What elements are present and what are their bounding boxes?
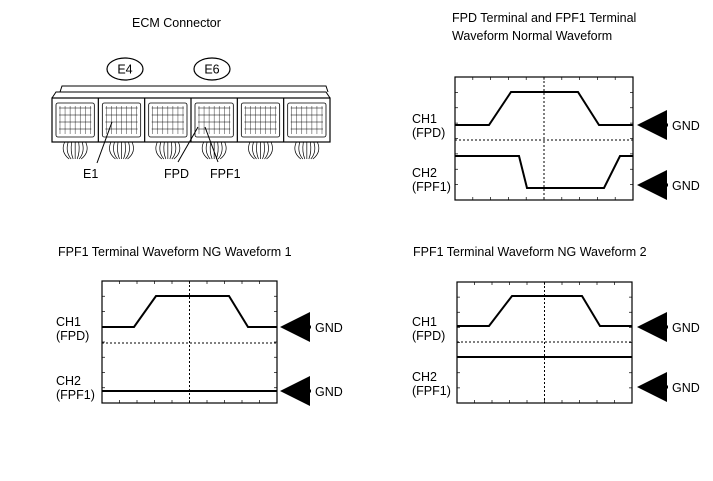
wire xyxy=(252,141,257,160)
panel-ng2: FPF1 Terminal Waveform NG Waveform 2 CH1… xyxy=(412,245,700,404)
ch2-label: CH2 xyxy=(412,370,437,384)
ch2-sublabel: (FPF1) xyxy=(412,384,451,398)
connector-cavity xyxy=(194,102,234,138)
gnd-label-1: GND xyxy=(315,321,343,335)
connector-top-edge xyxy=(51,91,331,99)
pin-label-e1: E1 xyxy=(83,167,98,181)
e6-oval xyxy=(193,57,231,81)
wire xyxy=(125,141,130,160)
wire xyxy=(310,141,316,160)
ch2-label: CH2 xyxy=(412,166,437,180)
wire xyxy=(266,141,273,160)
gnd-label-1: GND xyxy=(672,119,700,133)
wire xyxy=(62,141,70,160)
ch1-sublabel: (FPD) xyxy=(412,329,445,343)
ch1-trace xyxy=(457,295,632,327)
ch2-label: CH2 xyxy=(56,374,81,388)
connector-cavity xyxy=(148,102,188,138)
wire xyxy=(312,141,320,160)
wire xyxy=(117,141,120,160)
wire xyxy=(209,141,213,160)
gnd-label-2: GND xyxy=(315,385,343,399)
scope-screen xyxy=(454,76,634,201)
wire xyxy=(66,141,72,160)
wire xyxy=(308,141,312,160)
ecm-title: ECM Connector xyxy=(132,16,221,30)
panel-title: FPF1 Terminal Waveform NG Waveform 1 xyxy=(58,245,292,259)
wire xyxy=(302,141,306,160)
connector-body xyxy=(51,91,331,160)
scope-screen xyxy=(456,281,633,404)
wire xyxy=(298,141,304,160)
wire xyxy=(155,141,163,160)
e4-label: E4 xyxy=(117,63,132,77)
pin-label-fpf1: FPF1 xyxy=(210,167,241,181)
wire xyxy=(248,141,255,160)
wire xyxy=(159,141,165,160)
wire xyxy=(171,141,177,160)
connector-cavity xyxy=(55,102,95,138)
wire xyxy=(201,141,209,160)
wire xyxy=(217,141,223,160)
panel-title: FPF1 Terminal Waveform NG Waveform 2 xyxy=(413,245,647,259)
connector-bracket xyxy=(59,85,329,93)
ch1-sublabel: (FPD) xyxy=(56,329,89,343)
pin-label-fpd: FPD xyxy=(164,167,189,181)
connector-cavity xyxy=(287,102,327,138)
wire xyxy=(219,141,227,160)
wire xyxy=(256,141,259,160)
gnd-label-2: GND xyxy=(672,381,700,395)
e4-oval xyxy=(106,57,144,81)
wire xyxy=(109,141,116,160)
ch1-label: CH1 xyxy=(56,315,81,329)
wire xyxy=(127,141,134,160)
wire xyxy=(169,141,173,160)
wire xyxy=(163,141,167,160)
wire xyxy=(123,141,126,160)
wire xyxy=(76,141,80,160)
ch1-trace xyxy=(102,295,277,328)
wire xyxy=(173,141,181,160)
wire xyxy=(78,141,84,160)
ch2-trace xyxy=(455,155,633,189)
ch1-sublabel: (FPD) xyxy=(412,126,445,140)
wire xyxy=(294,141,302,160)
ecm-connector-section: ECM Connector E4 E6 E1 FPD FPF1 xyxy=(51,16,331,181)
panel-title-line2: Waveform Normal Waveform xyxy=(452,29,612,43)
connector-cavity xyxy=(240,102,281,138)
wire xyxy=(264,141,269,160)
scope-screen xyxy=(101,280,278,404)
connector-cavity xyxy=(101,102,142,138)
e6-label: E6 xyxy=(204,63,219,77)
ch2-sublabel: (FPF1) xyxy=(56,388,95,402)
wire xyxy=(262,141,265,160)
wire xyxy=(70,141,74,160)
pin-leaders xyxy=(96,121,219,164)
wire xyxy=(80,141,88,160)
ch1-label: CH1 xyxy=(412,112,437,126)
gnd-label-2: GND xyxy=(672,179,700,193)
ch1-trace xyxy=(455,91,633,126)
panel-ng1: FPF1 Terminal Waveform NG Waveform 1 CH1… xyxy=(56,245,343,406)
wire xyxy=(205,141,211,160)
ch1-label: CH1 xyxy=(412,315,437,329)
panel-normal: FPD Terminal and FPF1 Terminal Waveform … xyxy=(412,11,700,201)
panel-title-line1: FPD Terminal and FPF1 Terminal xyxy=(452,11,636,25)
wire xyxy=(113,141,118,160)
gnd-label-1: GND xyxy=(672,321,700,335)
ch2-sublabel: (FPF1) xyxy=(412,180,451,194)
